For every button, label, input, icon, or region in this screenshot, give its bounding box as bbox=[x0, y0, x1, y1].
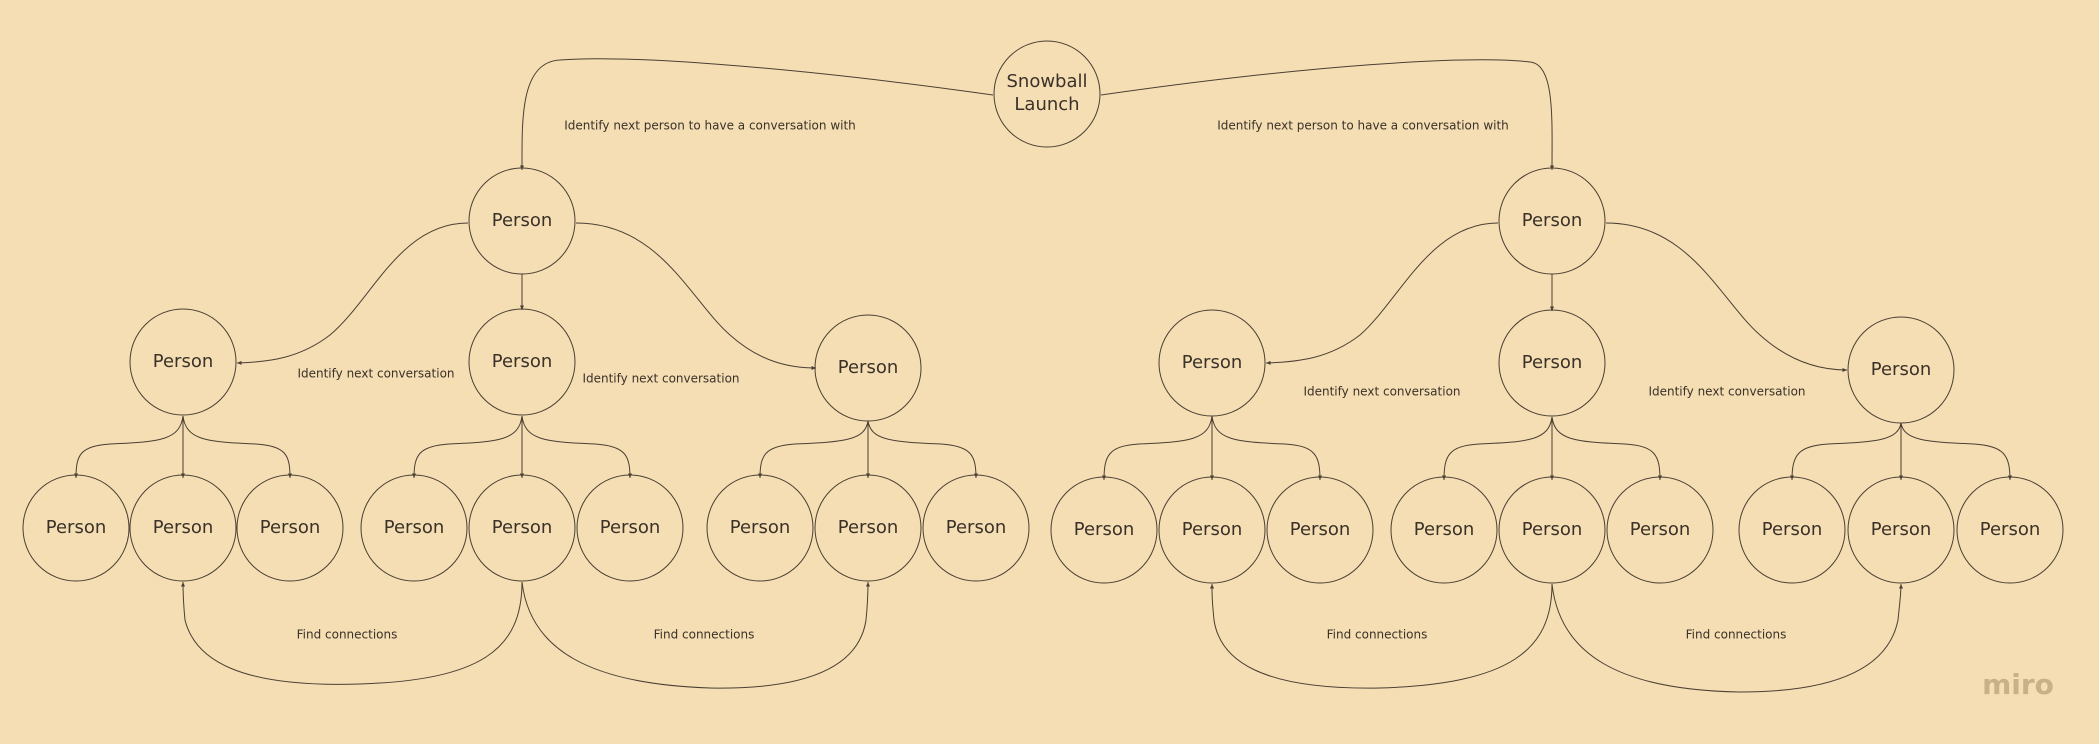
person-node: Person bbox=[468, 474, 576, 582]
person-node: Person bbox=[922, 474, 1030, 582]
root-label-line1: Snowball bbox=[1006, 71, 1087, 92]
person-node: Person bbox=[468, 308, 576, 416]
person-label: Person bbox=[492, 517, 553, 538]
person-node: Person bbox=[1498, 167, 1606, 275]
person-label: Person bbox=[384, 517, 445, 538]
person-label: Person bbox=[153, 351, 214, 372]
edge-l1a-to-l2c bbox=[575, 222, 817, 370]
label-find-connections: Find connections bbox=[297, 628, 398, 642]
edge-find-connections-3 bbox=[1210, 583, 1553, 689]
person-node: Person bbox=[1606, 476, 1714, 584]
person-node: Person bbox=[1266, 476, 1374, 584]
person-node: Person bbox=[468, 167, 576, 275]
person-label: Person bbox=[260, 517, 321, 538]
person-label: Person bbox=[600, 517, 661, 538]
person-label: Person bbox=[492, 210, 553, 231]
root-node: Snowball Launch bbox=[993, 40, 1101, 148]
person-label: Person bbox=[1871, 359, 1932, 380]
person-label: Person bbox=[1522, 352, 1583, 373]
person-node: Person bbox=[1158, 309, 1266, 417]
edge-labels: Identify next person to have a conversat… bbox=[297, 119, 1806, 642]
person-nodes: Person Person Person Person Person Perso… bbox=[22, 167, 2064, 584]
person-label: Person bbox=[838, 357, 899, 378]
person-node: Person bbox=[706, 474, 814, 582]
edge-root-to-left bbox=[519, 58, 994, 171]
person-node: Person bbox=[814, 314, 922, 422]
person-node: Person bbox=[129, 474, 237, 582]
person-label: Person bbox=[1630, 519, 1691, 540]
person-label: Person bbox=[1182, 352, 1243, 373]
label-find-connections: Find connections bbox=[1686, 628, 1787, 642]
root-circle bbox=[993, 40, 1101, 148]
person-node: Person bbox=[814, 474, 922, 582]
person-label: Person bbox=[153, 517, 214, 538]
label-identify-next-person-left: Identify next person to have a conversat… bbox=[564, 119, 856, 133]
person-node: Person bbox=[1390, 476, 1498, 584]
root-label-line2: Launch bbox=[1014, 94, 1079, 115]
person-node: Person bbox=[1956, 476, 2064, 584]
person-node: Person bbox=[1847, 476, 1955, 584]
person-label: Person bbox=[1414, 519, 1475, 540]
label-identify-next-conversation: Identify next conversation bbox=[297, 367, 454, 381]
person-label: Person bbox=[46, 517, 107, 538]
label-find-connections: Find connections bbox=[1327, 628, 1428, 642]
person-label: Person bbox=[1182, 519, 1243, 540]
edge-root-to-right bbox=[1100, 59, 1555, 171]
person-label: Person bbox=[1522, 519, 1583, 540]
person-node: Person bbox=[236, 474, 344, 582]
edge-l1a-to-l2a bbox=[236, 222, 469, 365]
person-node: Person bbox=[360, 474, 468, 582]
person-node: Person bbox=[1738, 476, 1846, 584]
edge-find-connections-1 bbox=[181, 581, 523, 685]
person-label: Person bbox=[1980, 519, 2041, 540]
label-identify-next-conversation: Identify next conversation bbox=[1648, 385, 1805, 399]
person-label: Person bbox=[1290, 519, 1351, 540]
person-node: Person bbox=[129, 308, 237, 416]
label-identify-next-person-right: Identify next person to have a conversat… bbox=[1217, 119, 1509, 133]
edge-l1b-to-l2f bbox=[1605, 222, 1848, 372]
person-node: Person bbox=[1498, 476, 1606, 584]
edge-find-connections-2 bbox=[521, 581, 870, 689]
person-label: Person bbox=[838, 517, 899, 538]
person-node: Person bbox=[1158, 476, 1266, 584]
edge-l1b-to-l2d bbox=[1265, 222, 1499, 365]
person-node: Person bbox=[576, 474, 684, 582]
person-node: Person bbox=[1498, 309, 1606, 417]
person-node: Person bbox=[1847, 316, 1955, 424]
person-label: Person bbox=[1074, 519, 1135, 540]
person-label: Person bbox=[730, 517, 791, 538]
label-identify-next-conversation: Identify next conversation bbox=[582, 372, 739, 386]
edge-find-connections-4 bbox=[1551, 583, 1903, 693]
label-find-connections: Find connections bbox=[654, 628, 755, 642]
person-label: Person bbox=[1871, 519, 1932, 540]
person-label: Person bbox=[946, 517, 1007, 538]
connectors bbox=[74, 58, 2012, 693]
miro-logo: miro bbox=[1982, 668, 2054, 701]
person-label: Person bbox=[492, 351, 553, 372]
person-label: Person bbox=[1762, 519, 1823, 540]
person-node: Person bbox=[22, 474, 130, 582]
person-label: Person bbox=[1522, 210, 1583, 231]
label-identify-next-conversation: Identify next conversation bbox=[1303, 385, 1460, 399]
person-node: Person bbox=[1050, 476, 1158, 584]
